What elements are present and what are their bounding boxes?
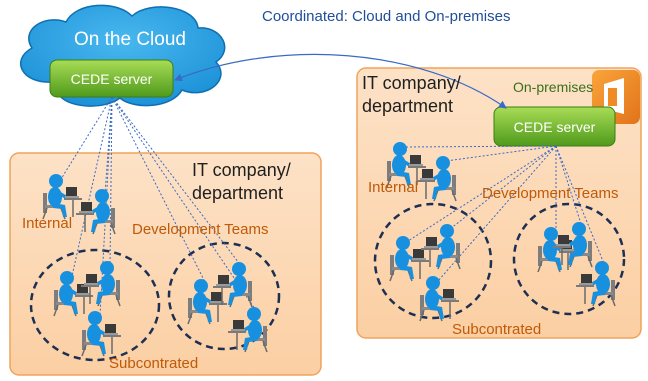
developer-icon bbox=[53, 271, 93, 317]
developer-icon bbox=[228, 307, 268, 353]
onprem-link-line bbox=[445, 145, 557, 162]
right-subcontracted-label: Subcontrated bbox=[452, 321, 542, 338]
coordination-label: Coordinated: Cloud and On-premises bbox=[262, 8, 511, 25]
developer-icon bbox=[213, 262, 253, 308]
developer-icon bbox=[76, 189, 116, 235]
left-internal-label: Internal bbox=[22, 215, 73, 232]
developer-icon bbox=[81, 261, 121, 307]
right-internal-label: Internal bbox=[368, 179, 419, 196]
left-site-title-line2: department bbox=[192, 183, 284, 203]
onprem-label: On-premises bbox=[513, 79, 594, 95]
developer-icon bbox=[42, 174, 82, 220]
onprem-link-line bbox=[449, 145, 557, 230]
developer-icon bbox=[576, 261, 616, 307]
right-site-title-line1: IT company/ bbox=[362, 73, 461, 93]
developer-icon bbox=[553, 222, 593, 268]
cloud-title: On the Cloud bbox=[74, 29, 186, 50]
developer-icon bbox=[417, 156, 457, 202]
developer-icon bbox=[389, 236, 429, 282]
cloud-link-line bbox=[109, 96, 113, 267]
left-subcontracted-label: Subcontrated bbox=[109, 355, 199, 372]
onprem-link-line bbox=[404, 145, 557, 148]
cloud-link-line bbox=[111, 96, 258, 313]
developer-icon bbox=[81, 311, 121, 357]
cloud-link-line bbox=[71, 96, 113, 277]
developer-icon bbox=[187, 279, 227, 325]
left-site-title-line1: IT company/ bbox=[192, 160, 291, 180]
right-teams-label: Development Teams bbox=[482, 185, 619, 202]
cloud-link-line bbox=[60, 96, 113, 180]
onprem-connection-lines bbox=[404, 145, 606, 282]
developer-icon bbox=[386, 142, 426, 188]
right-site-title-line2: department bbox=[362, 96, 454, 116]
onprem-link-line bbox=[555, 145, 606, 267]
developer-icon bbox=[421, 224, 461, 270]
coordination-link bbox=[174, 53, 507, 109]
onprem-link-line bbox=[407, 145, 557, 242]
developer-icons bbox=[42, 142, 616, 357]
left-teams-label: Development Teams bbox=[132, 221, 269, 238]
onprem-server-label: CEDE server bbox=[513, 119, 596, 135]
developer-icon bbox=[419, 276, 459, 322]
cloud-link-line bbox=[111, 96, 207, 285]
cloud-server-label: CEDE server bbox=[70, 71, 153, 87]
